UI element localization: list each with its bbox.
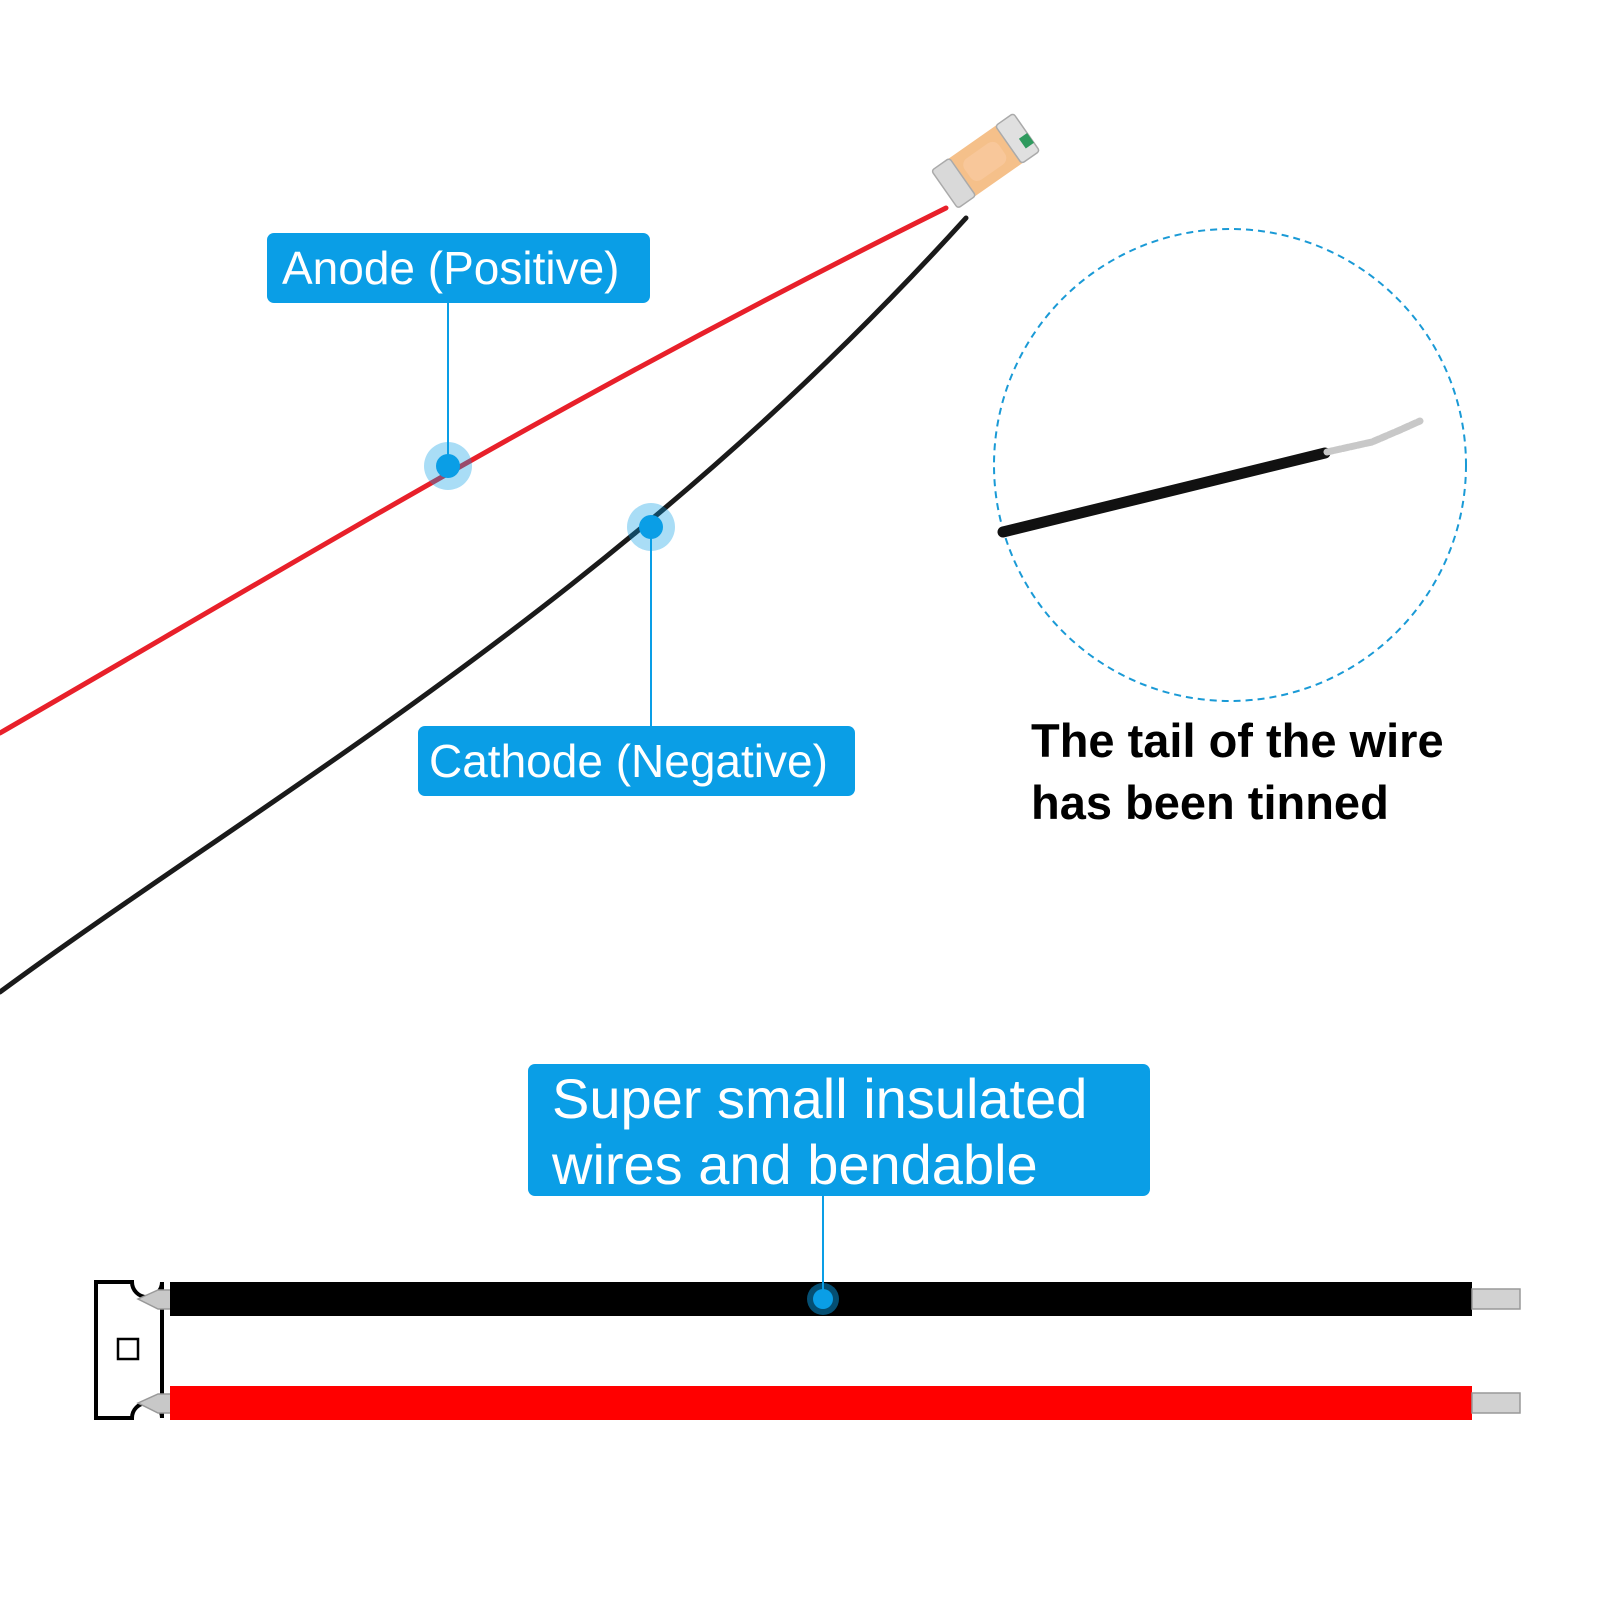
tinned-wire-tip — [1323, 417, 1424, 456]
anode-label: Anode (Positive) — [267, 233, 650, 303]
black-wire-tinned-end — [1471, 1288, 1521, 1310]
cathode-label: Cathode (Negative) — [418, 726, 855, 796]
red-anode-wire — [0, 205, 949, 736]
wire-marker — [813, 1289, 833, 1309]
red-wire-tinned-end — [1471, 1392, 1521, 1414]
anode-marker — [436, 454, 460, 478]
insulated-wires-label-line2: wires and bendable — [552, 1133, 1038, 1196]
zoom-circle — [993, 228, 1467, 702]
insulated-wires-label: Super small insulated wires and bendable — [528, 1064, 1150, 1196]
zoomed-black-wire — [997, 447, 1331, 538]
tinned-tail-caption-line2: has been tinned — [1031, 776, 1389, 829]
black-cathode-wire — [0, 215, 969, 995]
schematic-red-wire — [170, 1386, 1472, 1420]
tinned-tail-caption-line1: The tail of the wire — [1031, 714, 1444, 767]
insulated-wires-label-line1: Super small insulated — [552, 1067, 1088, 1130]
tinned-tail-caption: The tail of the wire has been tinned — [1031, 710, 1531, 834]
cathode-marker — [639, 515, 663, 539]
smd-led-chip — [931, 113, 1040, 208]
